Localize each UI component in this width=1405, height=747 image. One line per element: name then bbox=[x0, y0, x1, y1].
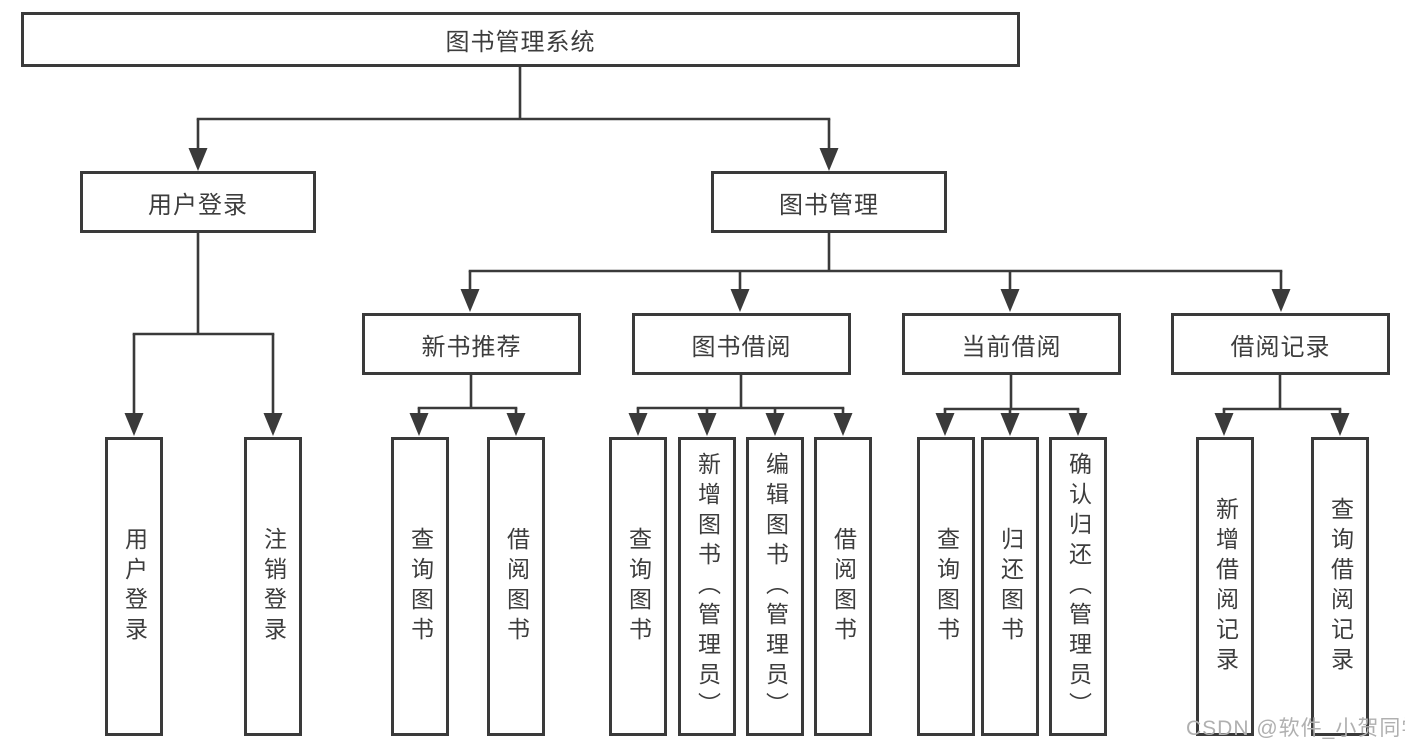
leaf-recommend-query-books: 查询图书 bbox=[391, 437, 449, 736]
node-current-borrow: 当前借阅 bbox=[902, 313, 1121, 375]
leaf-add-borrow-record-label: 新增借阅记录 bbox=[1212, 496, 1239, 677]
leaf-recommend-borrow-books-label: 借阅图书 bbox=[503, 526, 530, 647]
leaf-edit-books-admin-label: 编辑图书（管理员） bbox=[762, 451, 789, 722]
leaf-add-books-admin: 新增图书（管理员） bbox=[678, 437, 736, 736]
node-new-book-recommend-label: 新书推荐 bbox=[421, 333, 522, 361]
leaf-current-query-books: 查询图书 bbox=[917, 437, 975, 736]
leaf-add-books-admin-label: 新增图书（管理员） bbox=[694, 451, 721, 722]
node-root-label: 图书管理系统 bbox=[445, 29, 596, 56]
leaf-confirm-return-admin: 确认归还（管理员） bbox=[1049, 437, 1107, 736]
leaf-borrow-books: 借阅图书 bbox=[814, 437, 872, 736]
leaf-user-login: 用户登录 bbox=[105, 437, 163, 736]
node-user-login-label: 用户登录 bbox=[148, 191, 248, 219]
leaf-query-borrow-record-label: 查询借阅记录 bbox=[1327, 496, 1354, 677]
node-book-management: 图书管理 bbox=[711, 171, 947, 233]
leaf-user-login-label: 用户登录 bbox=[121, 526, 148, 647]
leaf-borrow-books-label: 借阅图书 bbox=[830, 526, 857, 647]
csdn-watermark: CSDN @软件_小贺同学 bbox=[1186, 717, 1405, 740]
leaf-query-borrow-record: 查询借阅记录 bbox=[1311, 437, 1369, 736]
leaf-confirm-return-admin-label: 确认归还（管理员） bbox=[1065, 451, 1092, 722]
leaf-logout-label: 注销登录 bbox=[260, 526, 287, 647]
leaf-return-books-label: 归还图书 bbox=[997, 526, 1024, 647]
node-borrow-records-label: 借阅记录 bbox=[1230, 333, 1331, 361]
leaf-recommend-query-books-label: 查询图书 bbox=[407, 526, 434, 647]
node-book-management-label: 图书管理 bbox=[779, 191, 879, 219]
leaf-return-books: 归还图书 bbox=[981, 437, 1039, 736]
node-user-login: 用户登录 bbox=[80, 171, 316, 233]
leaf-add-borrow-record: 新增借阅记录 bbox=[1196, 437, 1254, 736]
leaf-current-query-books-label: 查询图书 bbox=[933, 526, 960, 647]
node-new-book-recommend: 新书推荐 bbox=[362, 313, 581, 375]
leaf-edit-books-admin: 编辑图书（管理员） bbox=[746, 437, 804, 736]
node-current-borrow-label: 当前借阅 bbox=[961, 333, 1062, 361]
leaf-borrow-query-books: 查询图书 bbox=[609, 437, 667, 736]
node-book-borrow: 图书借阅 bbox=[632, 313, 851, 375]
node-borrow-records: 借阅记录 bbox=[1171, 313, 1390, 375]
leaf-recommend-borrow-books: 借阅图书 bbox=[487, 437, 545, 736]
leaf-borrow-query-books-label: 查询图书 bbox=[625, 526, 652, 647]
node-root-library-system: 图书管理系统 bbox=[21, 12, 1020, 67]
node-book-borrow-label: 图书借阅 bbox=[691, 333, 792, 361]
leaf-logout: 注销登录 bbox=[244, 437, 302, 736]
